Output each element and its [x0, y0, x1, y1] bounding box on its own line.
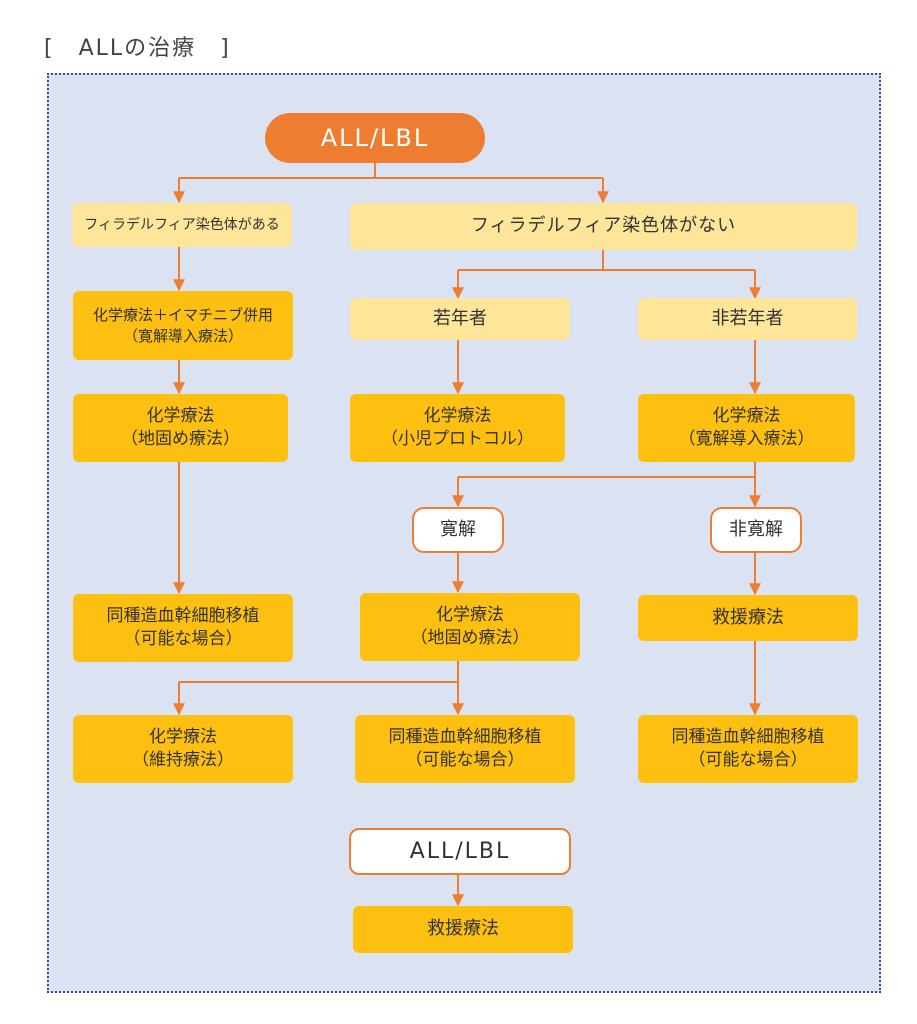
node-label: 同種造血幹細胞移植: [106, 606, 260, 627]
node-label: 非寛解: [729, 518, 783, 540]
node-label: 化学療法: [146, 406, 215, 427]
node-sublabel: （小児プロトコル）: [381, 429, 534, 449]
node-label: 化学療法: [149, 727, 217, 748]
node-label: 同種造血幹細胞移植: [388, 727, 542, 748]
node-label: 化学療法: [423, 406, 492, 427]
node-maintenance: 化学療法 （維持療法）: [73, 715, 293, 783]
node-mid-stem-cell-transplant: 同種造血幹細胞移植 （可能な場合）: [355, 715, 575, 783]
connector-remission-split: [458, 462, 756, 478]
node-non-remission: 非寛解: [710, 507, 802, 553]
node-label: 寛解: [440, 518, 476, 540]
node-left-stem-cell-transplant: 同種造血幹細胞移植 （可能な場合）: [73, 594, 293, 662]
node-label: フィラデルフィア染色体がある: [84, 216, 280, 233]
node-remission: 寛解: [412, 507, 504, 553]
node-label: 化学療法: [712, 406, 781, 427]
connector-age-split: [458, 250, 755, 271]
node-sublabel: （地固め療法）: [410, 628, 530, 648]
node-label: 救援療法: [712, 606, 784, 628]
node-label: 同種造血幹細胞移植: [671, 727, 825, 748]
node-relapse-all-lbl: ALL/LBL: [349, 828, 571, 875]
node-young: 若年者: [350, 298, 570, 340]
node-label: 化学療法: [436, 605, 504, 626]
node-imatinib-induction: 化学療法＋イマチニブ併用 （寛解導入療法）: [73, 291, 293, 360]
node-label: フィラデルフィア染色体がない: [470, 215, 737, 237]
node-sublabel: （寛解導入療法）: [122, 326, 243, 345]
node-salvage: 救援療法: [638, 595, 858, 641]
node-label: ALL/LBL: [409, 838, 511, 864]
node-sublabel: （可能な場合）: [405, 750, 525, 770]
node-label: ALL/LBL: [320, 123, 430, 152]
node-right-stem-cell-transplant: 同種造血幹細胞移植 （可能な場合）: [638, 715, 858, 783]
node-ph-negative: フィラデルフィア染色体がない: [350, 203, 857, 250]
node-sublabel: （維持療法）: [132, 750, 234, 770]
node-relapse-salvage: 救援療法: [353, 906, 573, 953]
connector-root-split: [179, 162, 603, 179]
node-pediatric-protocol: 化学療法 （小児プロトコル）: [350, 394, 565, 462]
node-non-young: 非若年者: [638, 298, 857, 340]
node-sublabel: （可能な場合）: [688, 750, 808, 770]
node-label: 非若年者: [711, 307, 784, 329]
page-title: [ ALLの治療 ]: [44, 36, 231, 61]
node-left-consolidation: 化学療法 （地固め療法）: [73, 394, 288, 462]
node-label: 若年者: [433, 307, 487, 329]
node-sublabel: （地固め療法）: [121, 429, 240, 449]
node-label: 化学療法＋イマチニブ併用: [92, 306, 273, 325]
node-sublabel: （可能な場合）: [123, 629, 243, 649]
connector-lower-split: [179, 661, 459, 683]
node-ph-positive: フィラデルフィア染色体がある: [72, 203, 292, 247]
node-root-all-lbl: ALL/LBL: [265, 113, 485, 163]
node-mid-consolidation: 化学療法 （地固め療法）: [360, 593, 580, 661]
node-right-induction: 化学療法 （寛解導入療法）: [638, 394, 855, 462]
node-label: 救援療法: [427, 918, 499, 940]
node-sublabel: （寛解導入療法）: [678, 429, 815, 449]
